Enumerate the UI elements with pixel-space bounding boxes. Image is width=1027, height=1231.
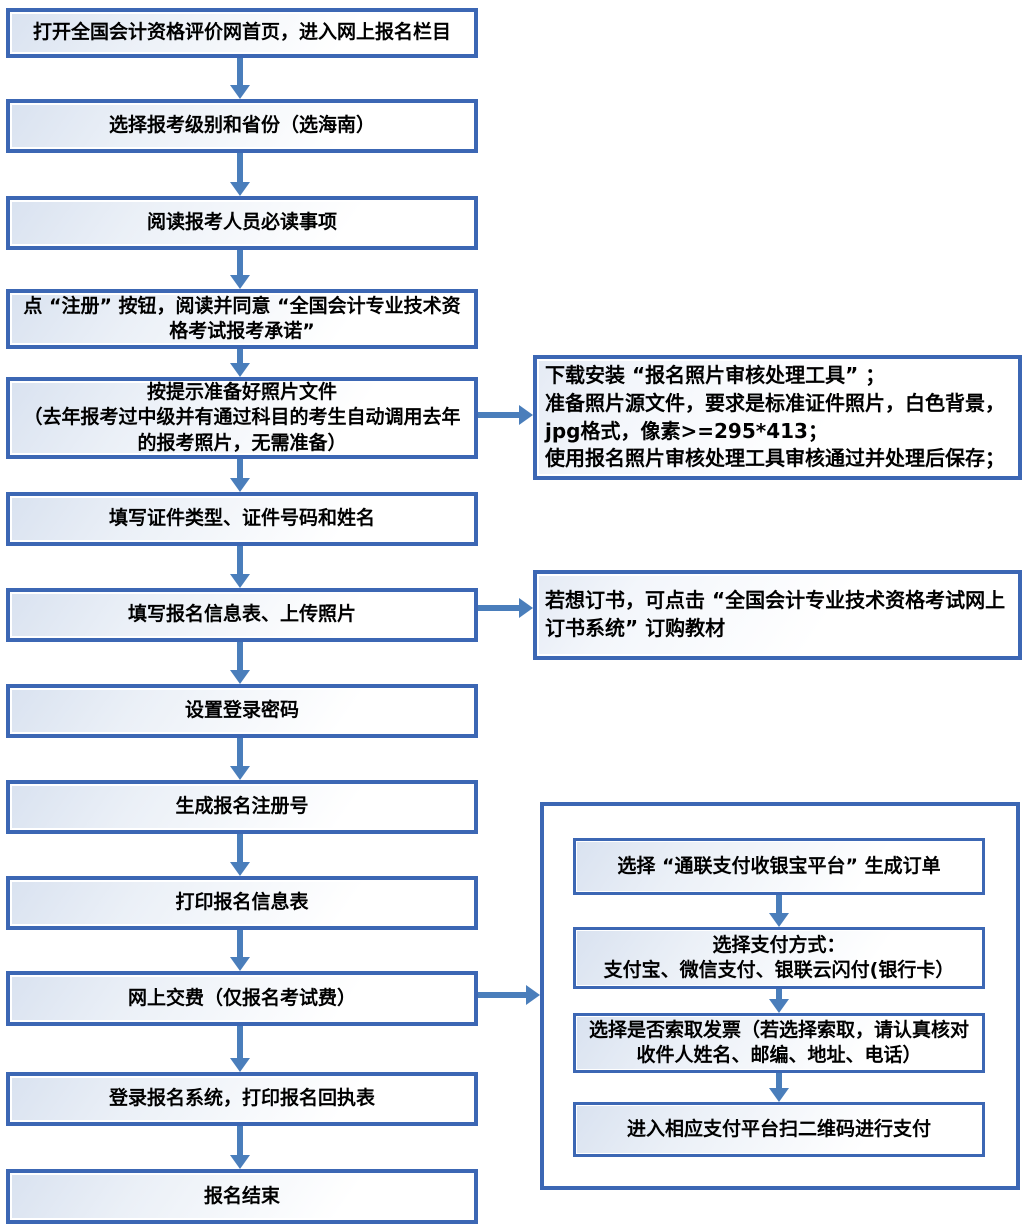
arrow-down-icon-3: [230, 250, 250, 289]
step-prepare-photo: 按提示准备好照片文件 （去年报考过中级并有通过科目的考生自动调用去年 的报考照片…: [6, 377, 478, 459]
arrow-down-icon-2: [230, 153, 250, 196]
step-set-password: 设置登录密码: [6, 684, 478, 738]
pay-step-select-platform: 选择 “通联支付收银宝平台” 生成订单: [573, 838, 985, 895]
note-photo-tool: 下载安装 “报名照片审核处理工具” ； 准备照片源文件，要求是标准证件照片，白色…: [533, 355, 1022, 480]
arrow-down-icon-8: [230, 738, 250, 780]
arrow-down-icon-5: [230, 459, 250, 492]
note-book-order: 若想订书，可点击 “全国会计专业技术资格考试网上 订书系统” 订购教材: [533, 570, 1022, 660]
pay-step-select-method: 选择支付方式： 支付宝、微信支付、银联云闪付(银行卡）: [573, 927, 985, 989]
arrow-down-pay-icon-3: [769, 1073, 789, 1102]
arrow-down-icon-10: [230, 930, 250, 971]
arrow-down-icon-6: [230, 546, 250, 588]
step-fill-form-upload-photo: 填写报名信息表、上传照片: [6, 588, 478, 642]
pay-step-scan-qr: 进入相应支付平台扫二维码进行支付: [573, 1102, 985, 1157]
step-open-homepage: 打开全国会计资格评价网首页，进入网上报名栏目: [6, 8, 478, 58]
arrow-down-icon-4: [230, 349, 250, 377]
arrow-down-pay-icon-1: [769, 895, 789, 927]
arrow-down-icon-7: [230, 642, 250, 684]
step-select-level-province: 选择报考级别和省份（选海南）: [6, 99, 478, 153]
step-print-info-form: 打印报名信息表: [6, 876, 478, 930]
step-fill-id-info: 填写证件类型、证件号码和姓名: [6, 492, 478, 546]
arrow-down-icon-9: [230, 834, 250, 876]
arrow-right-payment-icon: [478, 985, 540, 1005]
step-print-receipt: 登录报名系统，打印报名回执表: [6, 1072, 478, 1126]
arrow-right-photo-note-icon: [478, 405, 533, 425]
arrow-right-book-note-icon: [478, 598, 533, 618]
step-read-notice: 阅读报考人员必读事项: [6, 196, 478, 250]
step-register-agree: 点 “注册” 按钮，阅读并同意 “全国会计专业技术资 格考试报考承诺”: [6, 289, 478, 349]
step-generate-reg-number: 生成报名注册号: [6, 780, 478, 834]
arrow-down-icon-12: [230, 1126, 250, 1169]
pay-step-invoice-choice: 选择是否索取发票（若选择索取，请认真核对 收件人姓名、邮编、地址、电话）: [573, 1013, 985, 1073]
step-finish: 报名结束: [6, 1169, 478, 1224]
arrow-down-pay-icon-2: [769, 989, 789, 1013]
arrow-down-icon-11: [230, 1026, 250, 1072]
arrow-down-icon-1: [230, 58, 250, 99]
step-pay-online: 网上交费（仅报名考试费）: [6, 971, 478, 1026]
